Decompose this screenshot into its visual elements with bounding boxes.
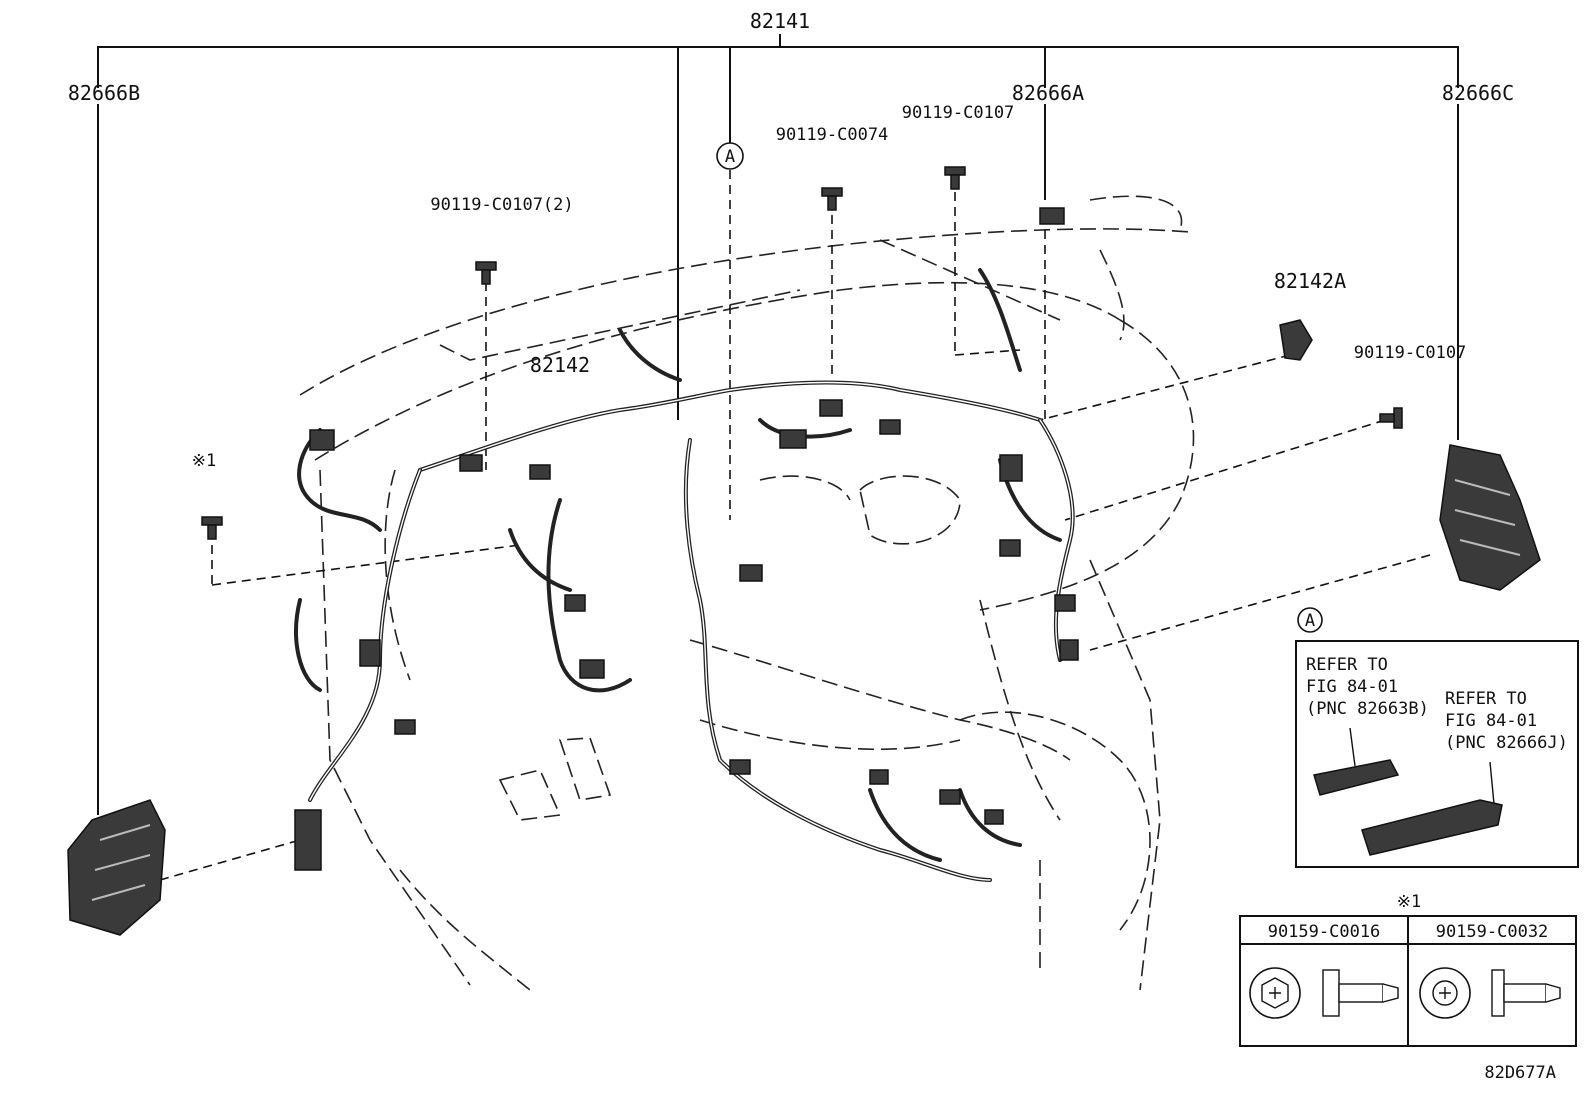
fastener-table-marker: ※1 (1397, 892, 1421, 912)
label-90119-c0107-top: 90119-C0107 (902, 103, 1015, 123)
detail-ref-right-line3: (PNC 82666J) (1445, 733, 1568, 753)
connector-82663b-icon (1313, 727, 1400, 796)
label-82666a: 82666A (1012, 81, 1084, 105)
fastener-col-c0016: 90159-C0016 (1268, 922, 1381, 942)
label-82142: 82142 (530, 353, 590, 377)
vehicle-outline (299, 195, 1195, 991)
bolt-icon (944, 166, 966, 190)
fastener-table: ※1 90159-C0016 90159-C0032 (1239, 892, 1577, 1047)
circle-a-marker: A (716, 142, 744, 170)
leader-lines (97, 34, 1459, 815)
ecu-left-icon (67, 799, 166, 936)
bolt-icon (201, 516, 223, 540)
label-82666b: 82666B (68, 81, 140, 105)
label-90119-c0107-right: 90119-C0107 (1354, 343, 1467, 363)
fastener-col-c0032: 90159-C0032 (1436, 922, 1549, 942)
bolt-icon (475, 261, 497, 285)
detail-ref-right-line2: FIG 84-01 (1445, 711, 1537, 731)
detail-ref-left-line3: (PNC 82663B) (1306, 699, 1429, 719)
label-82142a: 82142A (1274, 269, 1346, 293)
label-ref-marker: ※1 (192, 451, 216, 471)
bolt-icon (1379, 407, 1403, 429)
label-82666c: 82666C (1442, 81, 1514, 105)
bolt-icon-group (201, 166, 1403, 540)
bolt-c0016-icon (1249, 967, 1399, 1019)
connectors (294, 207, 1079, 871)
detail-box-a: A REFER TO FIG 84-01 (PNC 82663B) REFER … (1295, 607, 1579, 868)
detail-ref-left-line2: FIG 84-01 (1306, 677, 1398, 697)
detail-box-marker: A (1305, 611, 1315, 631)
label-90119-c0074: 90119-C0074 (776, 125, 889, 145)
clip-82142a-icon (1279, 319, 1313, 361)
assembly-lines (159, 170, 1431, 881)
connector-82666j-icon (1361, 761, 1503, 856)
diagram-code: 82D677A (1484, 1063, 1556, 1083)
bolt-c0032-icon (1419, 967, 1561, 1019)
ecu-right-icon (1439, 444, 1541, 591)
detail-ref-right-line1: REFER TO (1445, 689, 1527, 709)
bolt-icon (821, 187, 843, 211)
label-90119-c0107-2: 90119-C0107(2) (430, 195, 573, 215)
label-82141: 82141 (750, 9, 810, 33)
detail-ref-left-line1: REFER TO (1306, 655, 1388, 675)
circle-a-label: A (725, 147, 735, 167)
wire-harness (294, 268, 1075, 882)
